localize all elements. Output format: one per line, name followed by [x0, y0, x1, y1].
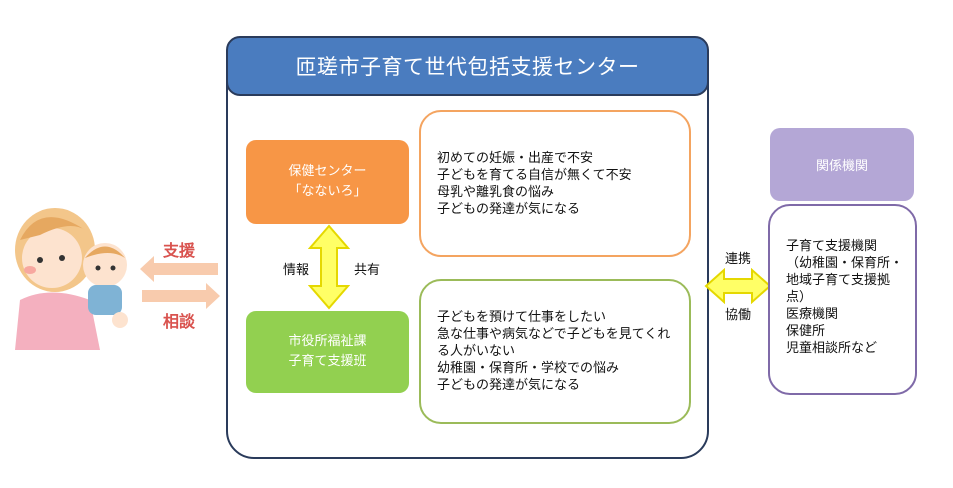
- hoken-center-name: 保健センター: [288, 164, 367, 179]
- link-top-label: 連携: [725, 252, 752, 267]
- related-org-item: 保健所: [786, 324, 826, 339]
- concern-item: 母乳や離乳食の悩み: [437, 184, 555, 200]
- consult-label: 相談: [163, 312, 196, 331]
- concern-item: 初めての妊娠・出産で不安: [437, 150, 594, 166]
- related-org-item: 医療機関: [786, 307, 839, 322]
- support-arrow: [140, 256, 218, 282]
- city-office-team: 子育て支援班: [288, 354, 367, 369]
- share-left-label: 情報: [283, 263, 310, 278]
- share-right-label: 共有: [354, 263, 381, 278]
- related-org-item: 点）: [786, 290, 813, 305]
- hoken-center-nickname: 「なないろ」: [288, 184, 367, 199]
- related-org-item: 子育て支援機関: [786, 239, 878, 254]
- related-org-item: （幼稚園・保育所・: [786, 256, 904, 271]
- concern-item: る人がいない: [437, 344, 516, 359]
- related-orgs-box: 子育て支援機関 （幼稚園・保育所・ 地域子育て支援拠 点） 医療機関 保健所 児…: [768, 204, 917, 395]
- link-arrow: [704, 268, 772, 304]
- hoken-center-box: 保健センター 「なないろ」: [246, 140, 409, 224]
- related-orgs-header: 関係機関: [770, 128, 914, 201]
- support-label: 支援: [163, 241, 196, 260]
- concern-item: 子どもの発達が気になる: [437, 378, 581, 393]
- city-office-name: 市役所福祉課: [288, 334, 367, 349]
- concern-item: 子どもの発達が気になる: [437, 201, 581, 217]
- related-org-item: 地域子育て支援拠: [786, 273, 891, 288]
- concerns-top-bubble: 初めての妊娠・出産で不安 子どもを育てる自信が無くて不安 母乳や離乳食の悩み 子…: [419, 110, 691, 257]
- mother-child-illustration: [15, 208, 128, 350]
- city-office-box: 市役所福祉課 子育て支援班: [246, 311, 409, 393]
- link-bottom-label: 協働: [725, 308, 752, 323]
- concern-item: 子どもを預けて仕事をしたい: [437, 310, 607, 325]
- concern-item: 子どもを育てる自信が無くて不安: [437, 167, 632, 183]
- concern-item: 急な仕事や病気などで子どもを見てくれ: [437, 327, 671, 342]
- related-org-item: 児童相談所など: [786, 341, 878, 356]
- consult-arrow: [142, 283, 220, 309]
- concern-item: 幼稚園・保育所・学校での悩み: [437, 361, 620, 376]
- concerns-bottom-bubble: 子どもを預けて仕事をしたい 急な仕事や病気などで子どもを見てくれ る人がいない …: [419, 279, 691, 424]
- center-title: 匝瑳市子育て世代包括支援センター: [226, 36, 709, 96]
- info-share-arrow: [308, 224, 350, 310]
